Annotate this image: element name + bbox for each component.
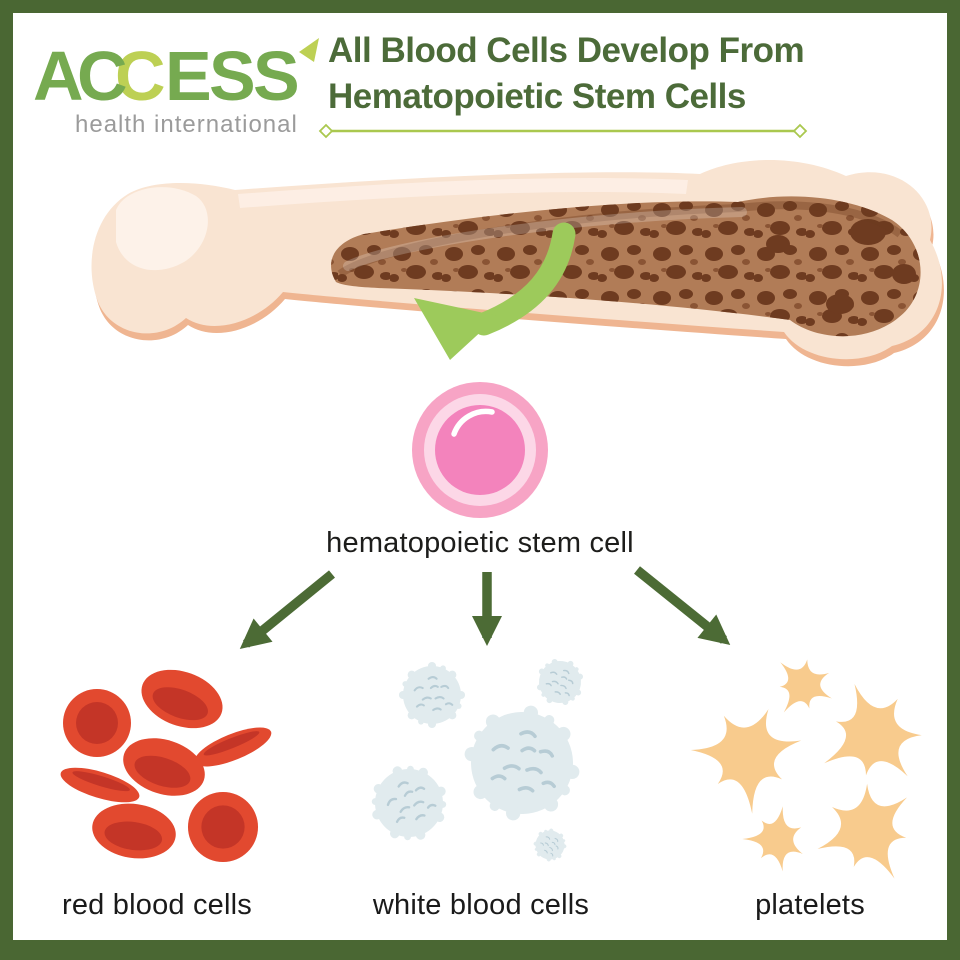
- swoosh-shaft: [472, 222, 576, 336]
- bone-marrow: [331, 196, 921, 337]
- title-underline: [318, 123, 808, 139]
- platelets-label: platelets: [755, 889, 865, 921]
- wbc-cell: [362, 752, 460, 854]
- arrow-to-platelets: [634, 566, 731, 646]
- red-blood-cells-illustration: [56, 659, 276, 864]
- underline-left-diamond-icon: [318, 123, 334, 139]
- underline-right-diamond-icon: [792, 123, 808, 139]
- logo-accent-triangle-icon: [299, 38, 319, 62]
- platelet-cell: [737, 803, 809, 878]
- stem-cell-illustration: [412, 382, 548, 518]
- page-title: All Blood Cells Develop From Hematopoiet…: [328, 28, 838, 119]
- platelets-illustration: [685, 649, 937, 885]
- bone-highlight-left: [116, 187, 208, 271]
- logo-letter-s2: S: [253, 37, 300, 115]
- logo-letter-c-light: C: [115, 37, 166, 115]
- stem-cell-highlight: [451, 408, 495, 437]
- rbc-cell: [133, 659, 231, 739]
- platelet-cell: [761, 649, 843, 729]
- bone-illustration: [91, 160, 944, 367]
- title-line-2: Hematopoietic Stem Cells: [328, 76, 746, 116]
- logo-letter-e: E: [165, 37, 212, 115]
- access-logo: A C C E S S health international: [33, 37, 319, 138]
- rbc-cell: [88, 798, 180, 864]
- logo-letter-a: A: [33, 37, 84, 115]
- rbc-cell: [187, 791, 259, 863]
- stem-cell-label: hematopoietic stem cell: [326, 527, 634, 559]
- wbc-cell: [452, 693, 592, 833]
- logo-letter-s1: S: [209, 37, 256, 115]
- red-blood-cells-label: red blood cells: [62, 889, 252, 921]
- bone-highlight-shaft: [238, 177, 688, 208]
- rbc-cell: [63, 689, 131, 757]
- logo-tagline: health international: [75, 111, 298, 138]
- stem-cell-core: [435, 405, 525, 495]
- white-blood-cells-label: white blood cells: [372, 889, 590, 921]
- platelet-cell: [802, 766, 937, 885]
- wbc-cell: [526, 821, 574, 869]
- wbc-cell: [397, 660, 467, 730]
- logo-letter-c-dark: C: [77, 37, 128, 115]
- wbc-cell: [526, 648, 594, 716]
- swoosh-arrowhead-icon: [414, 298, 498, 360]
- bone-to-stemcell-arrow: [414, 222, 576, 360]
- arrow-to-red-blood-cells: [239, 570, 335, 650]
- white-blood-cells-illustration: [362, 648, 594, 869]
- branch-arrows: [239, 566, 731, 650]
- platelet-cell: [685, 698, 817, 825]
- title-line-1: All Blood Cells Develop From: [328, 31, 805, 70]
